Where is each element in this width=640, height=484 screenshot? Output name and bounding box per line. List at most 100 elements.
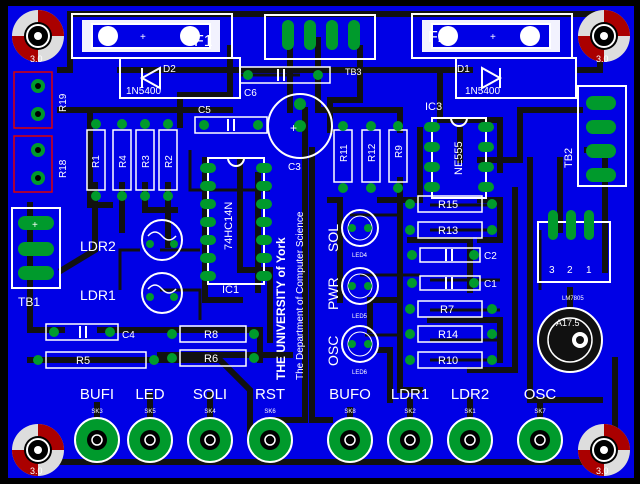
label-r6: R6 [204, 353, 218, 365]
label-ldr2: LDR2 [80, 238, 116, 254]
label-r13: R13 [438, 225, 458, 237]
capacitor-c5 [194, 116, 268, 134]
capacitor-c2 [407, 247, 481, 263]
label-pot: A17.5 [556, 318, 580, 328]
label-reg: LM7805 [562, 296, 584, 302]
resistor-r19 [13, 71, 53, 129]
resistor-r4 [112, 119, 132, 201]
label-ldr1: LDR1 [80, 287, 116, 303]
terminal-block-tb3 [264, 14, 376, 60]
mounting-hole-tl [12, 10, 64, 62]
mh-label-tl: 3.0 [30, 54, 43, 64]
socket-ref: SK2 [404, 409, 416, 415]
label-ic3-part: NE555 [453, 141, 465, 175]
label-ic1: IC1 [222, 284, 239, 296]
label-r3: R3 [141, 155, 152, 168]
fuse-f1: + [71, 13, 233, 59]
label-r7: R7 [440, 304, 454, 316]
label-r8: R8 [204, 329, 218, 341]
mh-label-br: 3.0 [596, 466, 609, 476]
resistor-r2 [158, 119, 178, 201]
label-d1-part: 1N5400 [465, 86, 500, 97]
label-tb2: TB2 [563, 148, 575, 168]
label-r14: R14 [438, 329, 458, 341]
university-department: The Department of Computer Science [295, 211, 306, 380]
mounting-holes [12, 10, 630, 476]
label-ic1-part: 74HC14N [223, 202, 235, 250]
mounting-hole-tr [578, 10, 630, 62]
socket-ref: SK7 [534, 409, 546, 415]
label-c4: C4 [122, 330, 135, 341]
label-led4: LED4 [352, 253, 368, 259]
label-ic3: IC3 [425, 101, 442, 113]
diode-d1 [455, 57, 577, 99]
label-c6: C6 [244, 88, 257, 99]
socket-label: BUFO [329, 386, 371, 403]
svg-text:+: + [290, 121, 297, 135]
resistor-r13 [405, 221, 497, 239]
socket-ref: SK3 [91, 409, 103, 415]
label-c5: C5 [198, 105, 211, 116]
ldr1 [141, 272, 183, 314]
label-pin3: 3 [549, 265, 555, 276]
label-tb1: TB1 [18, 295, 40, 309]
label-d2: D2 [163, 64, 176, 75]
socket-label: LDR2 [451, 386, 489, 403]
label-r9: R9 [394, 145, 405, 158]
potentiometer [537, 307, 603, 373]
svg-text:+: + [140, 32, 146, 43]
resistor-r18 [13, 135, 53, 193]
mounting-hole-br [578, 424, 630, 476]
resistor-r11 [333, 121, 353, 193]
socket-ref: SK1 [464, 409, 476, 415]
label-r1: R1 [91, 155, 102, 168]
label-f1: F1 [194, 33, 213, 50]
mounting-hole-bl [12, 424, 64, 476]
label-r11: R11 [339, 144, 350, 162]
socket-label: OSC [524, 386, 557, 403]
university-title: THE UNIVERSITY of York [274, 237, 288, 380]
socket-ldr1 [387, 417, 433, 463]
label-pin1: 1 [586, 265, 592, 276]
socket-ref: SK8 [344, 409, 356, 415]
mh-label-bl: 3.0 [30, 466, 43, 476]
socket-row: BUFISK3LEDSK5SOLISK4RSTSK6BUFOSK8LDR1SK2… [74, 386, 563, 463]
label-r4: R4 [118, 155, 129, 168]
resistor-r14 [405, 325, 497, 343]
socket-ref: SK6 [264, 409, 276, 415]
resistor-r12 [361, 121, 381, 193]
label-r2: R2 [164, 155, 175, 168]
led-pwr [341, 267, 379, 305]
label-c1: C1 [484, 279, 497, 290]
ldr2 [141, 219, 183, 261]
label-f2: F2 [428, 29, 447, 46]
socket-bufi [74, 417, 120, 463]
led-sol [341, 209, 379, 247]
label-d1: D1 [457, 64, 470, 75]
svg-text:+: + [490, 32, 496, 43]
label-r10: R10 [438, 355, 458, 367]
label-tb3: TB3 [345, 67, 362, 77]
socket-soli [187, 417, 233, 463]
label-led6: LED6 [352, 370, 368, 376]
label-pwr: PWR [325, 277, 341, 310]
resistor-r10 [405, 351, 497, 369]
resistor-r6 [167, 349, 259, 367]
label-d2-part: 1N5400 [126, 86, 161, 97]
ic1-pins [200, 163, 272, 281]
label-c2: C2 [484, 251, 497, 262]
resistor-r1 [86, 119, 106, 201]
label-osc: OSC [325, 336, 341, 366]
socket-osc [517, 417, 563, 463]
voltage-regulator [537, 210, 611, 283]
socket-led [127, 417, 173, 463]
terminal-block-tb1: + [11, 207, 61, 289]
label-c3: C3 [288, 162, 301, 173]
resistor-r5 [33, 351, 159, 369]
resistor-r3 [135, 119, 155, 201]
socket-label: SOLI [193, 386, 227, 403]
ic3-pins [424, 122, 494, 192]
resistor-r8 [167, 325, 259, 343]
